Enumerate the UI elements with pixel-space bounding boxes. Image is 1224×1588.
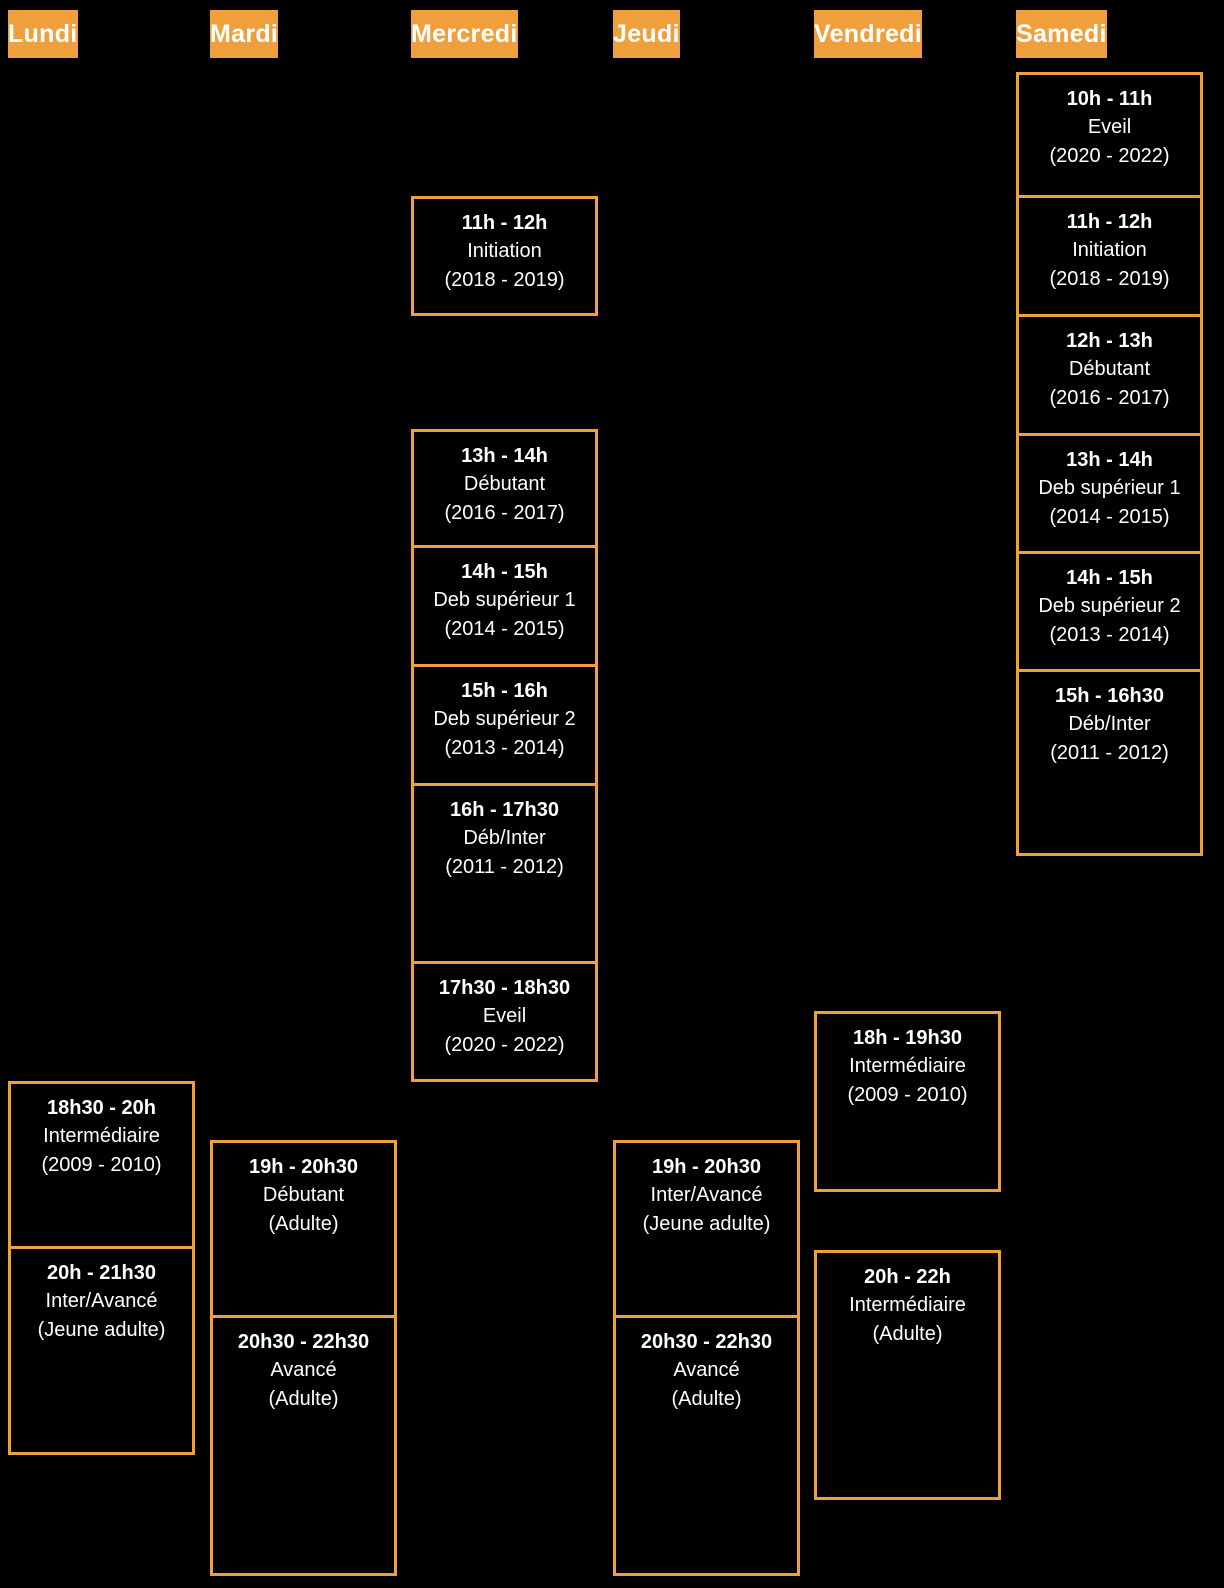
- session-time: 20h30 - 22h30: [237, 1331, 370, 1353]
- session-time: 14h - 15h: [1066, 567, 1153, 589]
- session-time: 20h - 22h: [864, 1266, 951, 1288]
- session-level: Deb supérieur 1: [1038, 477, 1181, 500]
- session-years: (2016 - 2017): [1049, 386, 1170, 409]
- session-years: (2018 - 2019): [444, 268, 565, 291]
- session-years: (2014 - 2015): [444, 617, 565, 640]
- session-time: 15h - 16h30: [1055, 685, 1164, 707]
- session-level: Deb supérieur 2: [1038, 595, 1181, 618]
- session-time: 17h30 - 18h30: [438, 977, 571, 999]
- session-time: 20h30 - 22h30: [640, 1331, 773, 1353]
- session-level: Eveil: [482, 1005, 527, 1028]
- session-level: Inter/Avancé: [45, 1290, 158, 1313]
- session-level: Eveil: [1087, 116, 1132, 139]
- session-time: 19h - 20h30: [249, 1156, 358, 1178]
- session-level: Initiation: [467, 240, 542, 263]
- session-time: 16h - 17h30: [450, 799, 559, 821]
- session-time: 10h - 11h: [1066, 88, 1153, 110]
- session-time: 12h - 13h: [1066, 330, 1153, 352]
- session-time: 11h - 12h: [1066, 211, 1153, 233]
- session-years: (2009 - 2010): [847, 1083, 968, 1106]
- session-years: (2020 - 2022): [1049, 144, 1170, 167]
- session-level: Débutant: [262, 1184, 345, 1207]
- day-header-mardi[interactable]: Mardi: [210, 10, 279, 58]
- session-level: Déb/Inter: [463, 827, 546, 850]
- session-level: Déb/Inter: [1068, 713, 1151, 736]
- session-level: Intermédiaire: [849, 1055, 966, 1078]
- session-time: 18h - 19h30: [853, 1027, 962, 1049]
- session-years: (Adulte): [671, 1387, 742, 1410]
- session-level: Deb supérieur 1: [433, 589, 576, 612]
- session-years: (2011 - 2012): [445, 855, 564, 878]
- session-time: 13h - 14h: [1066, 449, 1153, 471]
- session-years: (Adulte): [268, 1387, 339, 1410]
- session-years: (2013 - 2014): [1049, 623, 1170, 646]
- session-level: Intermédiaire: [43, 1125, 160, 1148]
- session-time: 11h - 12h: [461, 212, 548, 234]
- session-years: (2018 - 2019): [1049, 267, 1170, 290]
- session-time: 15h - 16h: [461, 680, 548, 702]
- session-years: (Adulte): [872, 1322, 943, 1345]
- session-time: 18h30 - 20h: [47, 1097, 156, 1119]
- session-level: Initiation: [1072, 239, 1147, 262]
- session-time: 14h - 15h: [461, 561, 548, 583]
- session-years: (2009 - 2010): [41, 1153, 162, 1176]
- session-years: (2013 - 2014): [444, 736, 565, 759]
- session-time: 19h - 20h30: [652, 1156, 761, 1178]
- session-years: (2011 - 2012): [1050, 741, 1169, 764]
- session-level: Inter/Avancé: [650, 1184, 763, 1207]
- session-time: 20h - 21h30: [47, 1262, 156, 1284]
- session-level: Débutant: [463, 473, 546, 496]
- session-level: Intermédiaire: [849, 1294, 966, 1317]
- session-years: (2014 - 2015): [1049, 505, 1170, 528]
- session-years: (2016 - 2017): [444, 501, 565, 524]
- session-level: Avancé: [673, 1359, 740, 1382]
- session-time: 13h - 14h: [461, 445, 548, 467]
- day-header-jeudi[interactable]: Jeudi: [613, 10, 680, 58]
- session-years: (Jeune adulte): [642, 1212, 771, 1235]
- session-years: (2020 - 2022): [444, 1033, 565, 1056]
- day-header-samedi[interactable]: Samedi: [1016, 10, 1107, 58]
- session-years: (Jeune adulte): [37, 1318, 166, 1341]
- session-level: Deb supérieur 2: [433, 708, 576, 731]
- session-level: Avancé: [270, 1359, 337, 1382]
- day-header-lundi[interactable]: Lundi: [8, 10, 78, 58]
- day-header-mercredi[interactable]: Mercredi: [411, 10, 518, 58]
- session-years: (Adulte): [268, 1212, 339, 1235]
- day-header-vendredi[interactable]: Vendredi: [814, 10, 922, 58]
- session-level: Débutant: [1068, 358, 1151, 381]
